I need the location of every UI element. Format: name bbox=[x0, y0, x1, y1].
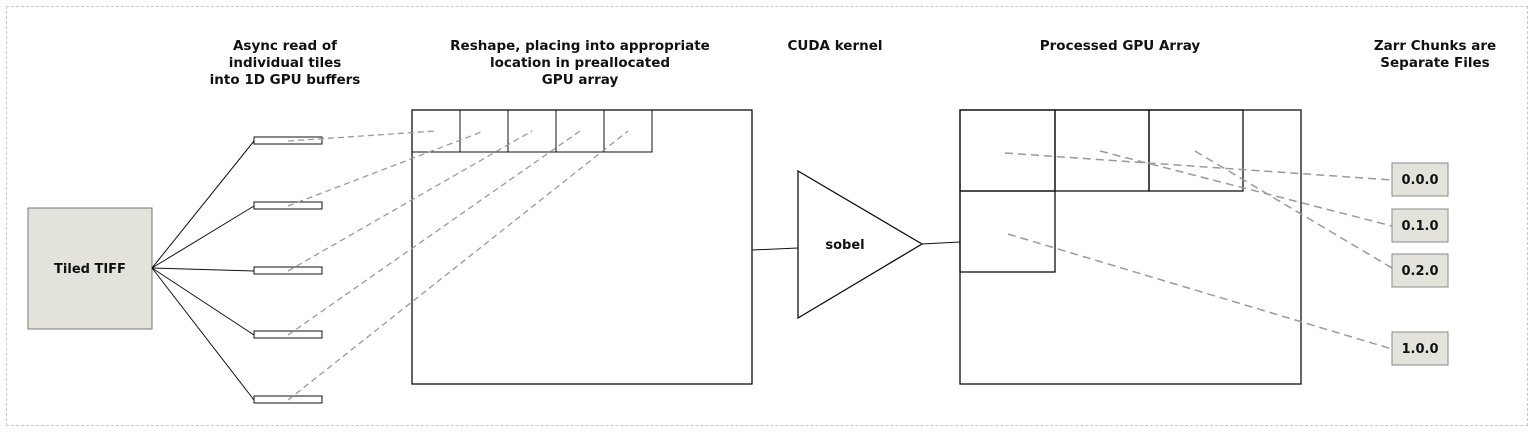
chunk-line bbox=[1099, 150, 1393, 227]
mapping-line bbox=[287, 130, 485, 207]
kernel-to-processed-line bbox=[921, 241, 961, 245]
gpu-buffers bbox=[253, 136, 323, 404]
fanout-lines bbox=[151, 140, 255, 401]
chunk-file-box bbox=[1391, 162, 1449, 197]
tiled-tiff-box bbox=[27, 207, 153, 330]
sobel-kernel-triangle bbox=[797, 169, 924, 320]
tile-slot bbox=[411, 109, 461, 153]
fanout-line bbox=[151, 205, 255, 269]
fanout-line bbox=[151, 267, 255, 336]
tiled-tiff-label: Tiled TIFF bbox=[54, 262, 126, 277]
zarr-chunk-files: 0.0.0 0.1.0 0.2.0 1.0.0 bbox=[1391, 162, 1449, 366]
mapping-line bbox=[287, 130, 437, 142]
fanout-line bbox=[151, 140, 255, 269]
tile-slot bbox=[459, 109, 509, 153]
chunk-line bbox=[1007, 233, 1393, 350]
header-async-read: Async read of individual tiles into 1D G… bbox=[209, 38, 361, 88]
chunk-file-label: 0.1.0 bbox=[1401, 219, 1438, 234]
chunk-file-label: 1.0.0 bbox=[1401, 342, 1438, 357]
chunk-file-box bbox=[1391, 208, 1449, 243]
chunk-line bbox=[1194, 150, 1393, 269]
processed-chunk bbox=[959, 190, 1056, 273]
fanout-line bbox=[151, 267, 255, 401]
header-reshape: Reshape, placing into appropriate locati… bbox=[450, 38, 710, 88]
chunk-file-box bbox=[1391, 253, 1449, 288]
chunk-file-label: 0.2.0 bbox=[1401, 264, 1438, 279]
chunk-file-box bbox=[1391, 331, 1449, 366]
chunk-file-lines bbox=[1004, 150, 1393, 350]
fanout-line bbox=[151, 267, 255, 272]
tile-slot bbox=[555, 109, 605, 153]
sobel-kernel-label: sobel bbox=[825, 238, 864, 253]
array-tile-slots bbox=[411, 109, 653, 153]
processed-chunk bbox=[1054, 109, 1150, 192]
processed-chunk-grid bbox=[959, 109, 1244, 273]
processed-chunk bbox=[959, 109, 1056, 192]
header-cuda-kernel: CUDA kernel bbox=[787, 38, 883, 54]
preallocated-gpu-array bbox=[411, 109, 753, 385]
mapping-line bbox=[287, 130, 629, 401]
tile-slot bbox=[603, 109, 653, 153]
diagram-frame bbox=[6, 6, 1528, 426]
header-zarr-chunks: Zarr Chunks are Separate Files bbox=[1373, 38, 1497, 71]
processed-chunk bbox=[1148, 109, 1244, 192]
mapping-line bbox=[287, 130, 533, 272]
chunk-line bbox=[1004, 152, 1393, 181]
array-to-kernel-line bbox=[751, 247, 799, 251]
mapping-line bbox=[287, 130, 581, 336]
processed-gpu-array bbox=[959, 109, 1302, 385]
chunk-file-label: 0.0.0 bbox=[1401, 173, 1438, 188]
header-processed-array: Processed GPU Array bbox=[1039, 38, 1201, 54]
buffer-mapping-lines bbox=[287, 130, 629, 401]
